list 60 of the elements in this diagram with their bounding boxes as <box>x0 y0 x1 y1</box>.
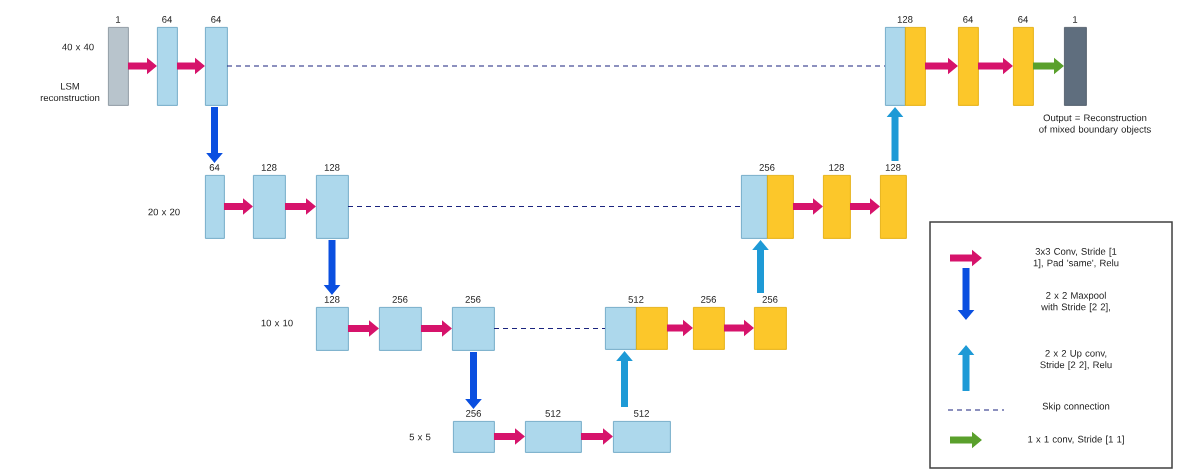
channel-count: 256 <box>465 296 481 303</box>
feature-map-block <box>379 307 422 351</box>
feature-map-block <box>823 175 851 239</box>
channel-count: 256 <box>759 164 775 171</box>
feature-map-block <box>693 307 725 350</box>
feature-map-block <box>316 307 349 351</box>
feature-map-block <box>880 175 907 239</box>
legend-text: Skip connection <box>1042 402 1110 412</box>
feature-map-block <box>613 421 671 453</box>
skip-connection-line <box>493 327 606 330</box>
feature-map-block <box>253 175 286 239</box>
feature-map-block <box>958 27 979 106</box>
channel-count: 64 <box>162 16 172 23</box>
feature-map-block <box>754 307 787 350</box>
feature-map-block <box>905 27 926 106</box>
legend-text: 3x3 Conv, Stride [1 1], Pad 'same', Relu <box>1033 247 1119 269</box>
legend-text: 1 x 1 conv, Stride [1 1] <box>1028 435 1124 445</box>
channel-count: 512 <box>633 410 649 417</box>
skip-connection-line <box>226 65 886 67</box>
skip-connection-line <box>347 205 742 208</box>
channel-count: 256 <box>466 410 481 417</box>
channel-count: 128 <box>324 164 340 171</box>
channel-count: 256 <box>392 296 408 303</box>
channel-count: 512 <box>545 410 561 417</box>
channel-count: 128 <box>324 296 340 303</box>
channel-count: 128 <box>885 164 901 171</box>
level-label: 40 x 40 <box>62 43 94 51</box>
channel-count: 128 <box>829 164 844 171</box>
feature-map-block <box>316 175 349 239</box>
feature-map-block <box>1013 27 1034 106</box>
feature-map-block <box>205 175 225 239</box>
level-label: 10 x 10 <box>261 319 293 327</box>
channel-count: 64 <box>209 164 220 171</box>
feature-map-block <box>636 307 668 350</box>
legend-text: 2 x 2 Maxpool with Stride [2 2], <box>1041 291 1110 313</box>
feature-map-block <box>741 175 768 239</box>
channel-count: 256 <box>701 296 716 303</box>
feature-map-block <box>767 175 794 239</box>
channel-count: 256 <box>762 296 778 303</box>
feature-map-block <box>453 421 495 453</box>
feature-map-block <box>1064 27 1087 106</box>
channel-count: 128 <box>897 16 913 23</box>
channel-count: 128 <box>261 164 277 171</box>
level-label: 20 x 20 <box>148 208 180 216</box>
legend-text: 2 x 2 Up conv, Stride [2 2], Relu <box>1040 349 1112 371</box>
feature-map-block <box>452 307 495 351</box>
channel-count: 64 <box>211 16 221 23</box>
feature-map-block <box>885 27 906 106</box>
feature-map-block <box>525 421 582 453</box>
feature-map-block <box>108 27 129 106</box>
feature-map-block <box>157 27 178 106</box>
channel-count: 1 <box>116 16 121 23</box>
channel-count: 64 <box>963 16 973 23</box>
feature-map-block <box>205 27 228 106</box>
channel-count: 1 <box>1073 16 1078 23</box>
feature-map-block <box>605 307 637 350</box>
level-label: 5 x 5 <box>409 433 431 441</box>
output-label: Output = Reconstruction of mixed boundary objects <box>1039 114 1151 135</box>
channel-count: 512 <box>628 296 644 303</box>
channel-count: 64 <box>1018 16 1028 23</box>
